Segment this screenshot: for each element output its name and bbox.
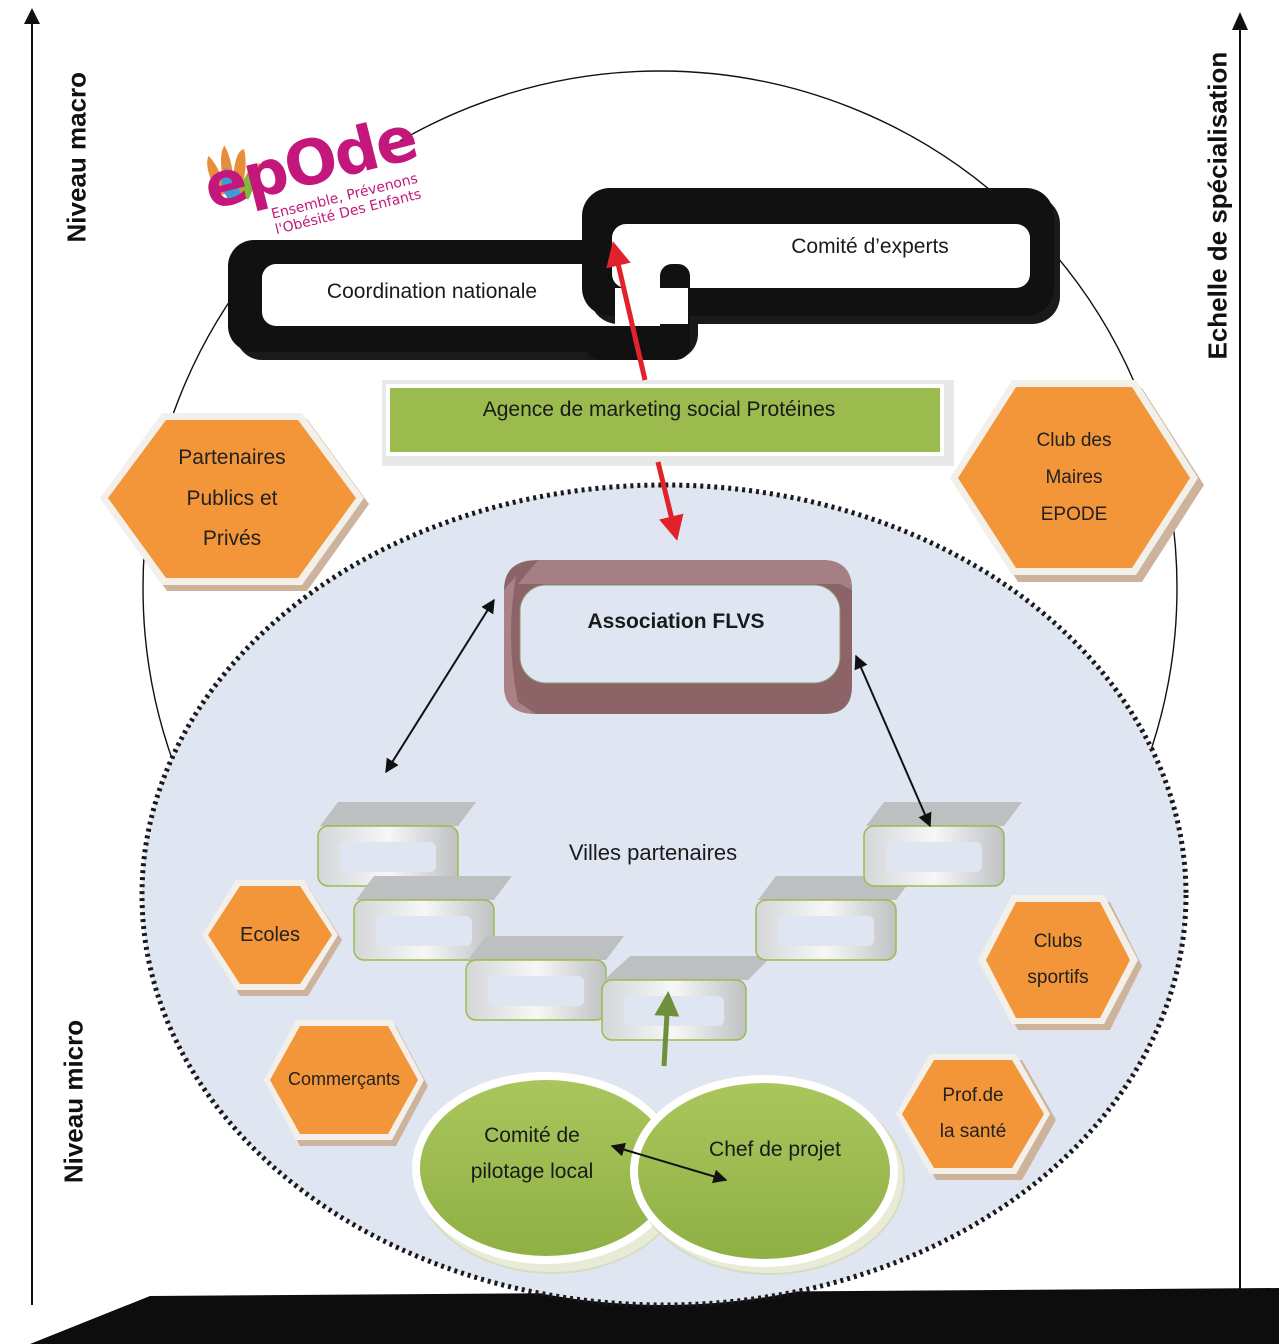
epode-logo (162, 105, 419, 275)
hand-flower-icon (207, 145, 260, 200)
comite-experts-frame (582, 188, 1060, 324)
hex-mayors-label: Club des Maires EPODE (1036, 429, 1112, 526)
hex-health-label: Prof.de la santé (939, 1084, 1007, 1142)
hex-mayors (950, 380, 1204, 582)
arrow-steering-manager (610, 1142, 728, 1184)
hex-schools-label: Ecoles (239, 923, 301, 946)
hex-partners (100, 413, 369, 591)
steering-committee-label: Comité de pilotage local (470, 1124, 594, 1183)
agency-bar (382, 380, 954, 466)
agency-label: Agence de marketing social Protéines (482, 398, 836, 421)
hex-sports-label: Clubs sportifs (1027, 930, 1089, 988)
hex-schools (202, 880, 342, 996)
red-arrow-down (655, 461, 684, 541)
axis-label-macro: Niveau macro (61, 71, 92, 243)
arrow-flvs-right (854, 654, 932, 828)
project-manager-label: Chef de projet (709, 1138, 841, 1161)
hex-sports (978, 895, 1142, 1030)
steering-ellipse (412, 1072, 687, 1274)
city-box (353, 876, 512, 961)
base-bar (30, 1288, 1279, 1344)
hex-merchants-label: Commerçants (287, 1069, 401, 1090)
left-axis-arrowhead (24, 8, 40, 24)
right-axis-arrowhead (1232, 12, 1248, 30)
city-box (465, 936, 624, 1021)
villes-partenaires-label: Villes partenaires (568, 840, 738, 865)
city-box (601, 956, 772, 1041)
hex-partners-label: Partenaires Publics et Privés (178, 445, 286, 551)
arrow-flvs-left (385, 598, 495, 774)
coordination-nationale-frame (228, 240, 698, 360)
flvs-box (504, 560, 852, 714)
coordination-nationale-label: Coordination nationale (326, 280, 538, 303)
comite-experts-label: Comité d’experts (791, 235, 949, 258)
axes (24, 8, 1279, 1344)
hex-merchants (264, 1020, 428, 1146)
association-flvs-label: Association FLVS (587, 610, 765, 633)
manager-ellipse (630, 1075, 905, 1275)
city-box (863, 802, 1022, 887)
red-arrow-up (606, 241, 648, 381)
hex-health (896, 1054, 1056, 1180)
axis-label-specialisation: Echelle de spécialisation (1202, 51, 1233, 360)
green-arrow-up (654, 991, 680, 1067)
city-box (755, 876, 914, 961)
city-box (317, 802, 476, 887)
axis-label-micro: Niveau micro (58, 1019, 89, 1184)
